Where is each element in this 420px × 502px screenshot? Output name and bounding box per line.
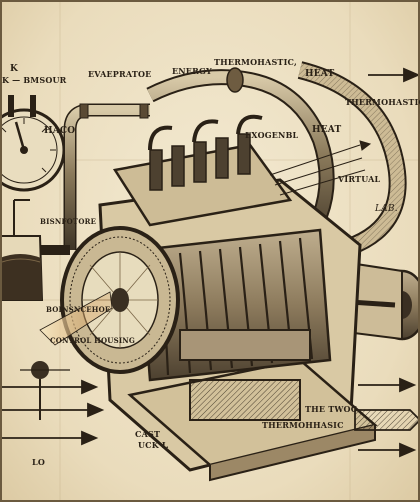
label-cast: CAST (135, 429, 161, 439)
label-evaporator: EVAEPRATOE (88, 69, 152, 79)
intake-pipe (40, 103, 150, 255)
label-exogenbl: EXOGENBL (245, 130, 299, 140)
label-thermo-right: THERMOHASTIC, (345, 97, 420, 107)
heat-lines (269, 140, 372, 196)
bottom-valve (20, 361, 70, 420)
flow-arrows-left (0, 379, 105, 446)
label-virtual: VIRTUAL (338, 174, 381, 184)
label-control-housing: CONTROL HOUSING (50, 336, 136, 345)
label-thermowoc: THE TWOC (305, 404, 358, 414)
label-lo: LO (32, 457, 45, 467)
label-bisanfotore: BISNFOTORE (40, 217, 97, 226)
label-boisncehoe: BOINSNCEHOE (46, 305, 111, 314)
label-energy: ENERGY (172, 66, 212, 76)
pressure-gauge (0, 95, 66, 192)
label-lab: LAB. (375, 204, 398, 214)
heat-flow-ribbon (297, 61, 407, 259)
reservoir-flask (0, 199, 44, 301)
flow-arrows-right (354, 67, 420, 458)
label-heat-mid: HEAT (312, 125, 342, 135)
label-haco: HACO (44, 126, 76, 136)
flywheel (39, 226, 180, 374)
label-left-top: K — BMSOUR (2, 75, 67, 85)
label-uck: UCK I. (138, 440, 169, 450)
exhaust-pipe (146, 67, 335, 255)
label-thermosaic: THERMOHHASIC (262, 420, 344, 430)
label-k: K (10, 64, 19, 74)
label-heat-top: HEAT (305, 69, 335, 79)
label-thermostatic-top: THERMOHASTIC, (214, 57, 297, 67)
